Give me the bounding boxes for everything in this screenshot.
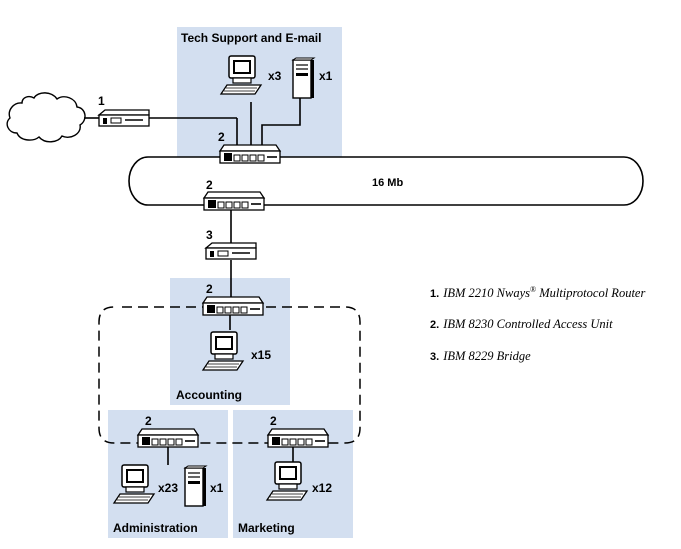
legend-number: 2.: [430, 319, 440, 331]
marketing-pc-count: x12: [312, 481, 332, 495]
ring-label: 16 Mb: [372, 177, 403, 189]
accounting-cau-device: [202, 296, 264, 316]
tech-cau-number: 2: [218, 130, 225, 144]
tech-server-icon: [292, 57, 315, 99]
ring-cau-device: [203, 191, 265, 211]
legend-number: 3.: [430, 351, 440, 363]
marketing-cau-device: [267, 428, 329, 448]
legend-text: IBM 2210 Nways: [443, 286, 530, 301]
legend-item-router: 1.IBM 2210 Nways® Multiprotocol Router: [430, 285, 645, 301]
wan-cloud: [6, 92, 86, 143]
administration-server-count: x1: [210, 481, 224, 495]
accounting-boundary: [98, 306, 361, 444]
legend-text: IBM 8230 Controlled Access Unit: [443, 317, 613, 331]
marketing-cau-number: 2: [270, 414, 277, 428]
marketing-title: Marketing: [238, 521, 295, 535]
administration-pc-count: x23: [158, 481, 178, 495]
router-number: 1: [98, 94, 105, 108]
administration-title: Administration: [113, 521, 198, 535]
ring-cau-number: 2: [206, 178, 213, 192]
administration-cau-number: 2: [145, 414, 152, 428]
accounting-cau-number: 2: [206, 282, 213, 296]
legend-number: 1.: [430, 288, 440, 301]
legend-text: IBM 8229 Bridge: [443, 349, 531, 363]
tech-server-count: x1: [319, 69, 333, 83]
administration-cau-device: [137, 428, 199, 448]
link-server-cau: [261, 98, 301, 145]
accounting-title: Accounting: [176, 388, 242, 402]
bridge-device: [205, 242, 257, 260]
bridge-number: 3: [206, 228, 213, 242]
accounting-pc-count: x15: [251, 348, 271, 362]
router-device: [98, 109, 150, 127]
tech-support-title: Tech Support and E-mail: [181, 31, 321, 45]
administration-server-icon: [184, 465, 207, 507]
tech-pc-count: x3: [268, 69, 282, 83]
legend-registered-mark: ®: [530, 285, 537, 294]
legend-text-suffix: Multiprotocol Router: [536, 286, 646, 301]
tech-cau-device: [219, 144, 281, 164]
legend-item-bridge: 3.IBM 8229 Bridge: [430, 349, 531, 364]
legend-item-cau: 2.IBM 8230 Controlled Access Unit: [430, 317, 613, 332]
